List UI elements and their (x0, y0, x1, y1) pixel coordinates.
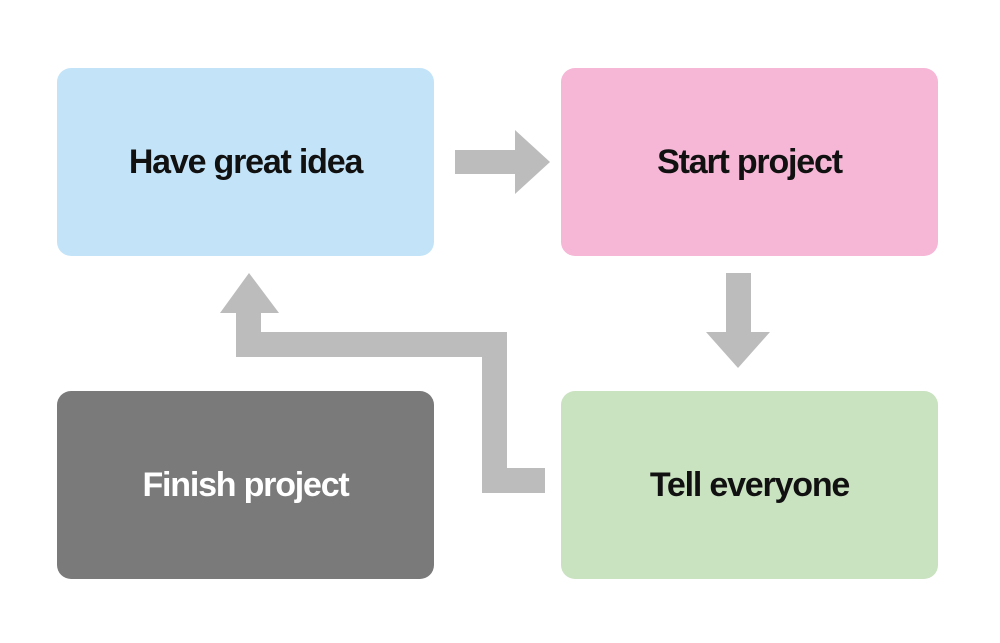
node-tell-everyone: Tell everyone (561, 391, 938, 579)
node-label-have-great-idea: Have great idea (128, 142, 364, 181)
node-label-tell-everyone: Tell everyone (649, 465, 850, 504)
node-finish-project: Finish project (57, 391, 434, 579)
arrow-start-to-tell-icon (706, 273, 770, 368)
arrow-idea-to-start-icon (455, 130, 550, 194)
node-start-project: Start project (561, 68, 938, 256)
node-label-finish-project: Finish project (142, 465, 349, 504)
arrow-tell-to-idea-icon (220, 273, 545, 493)
node-label-start-project: Start project (657, 142, 843, 181)
node-have-great-idea: Have great idea (57, 68, 434, 256)
